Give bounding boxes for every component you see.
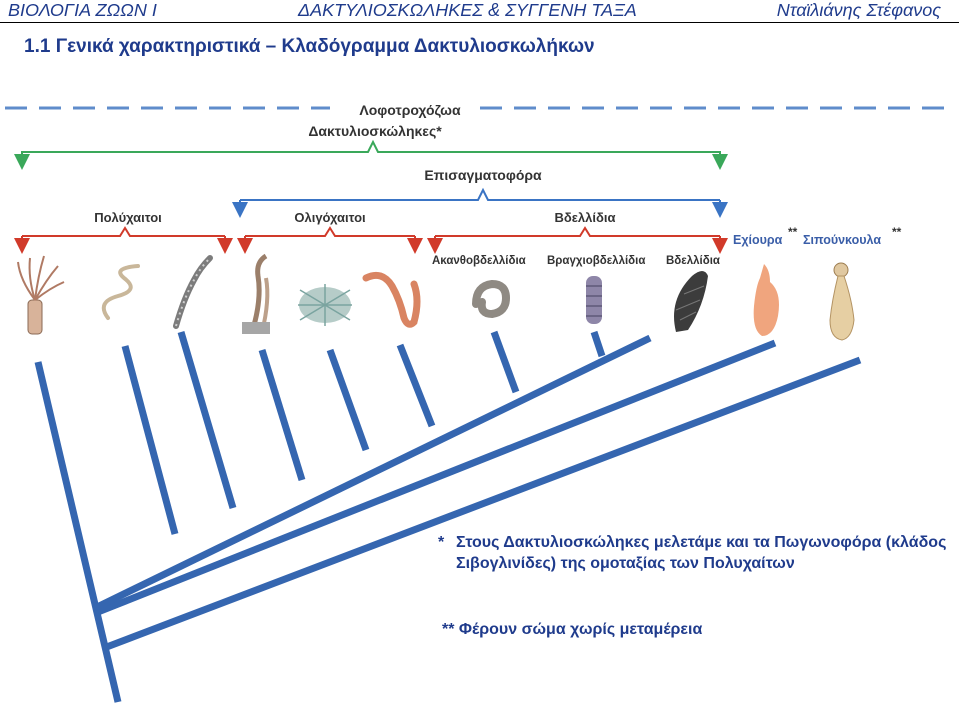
annelida-label: Δακτυλιοσκώληκες* bbox=[308, 123, 442, 139]
earthworm-icon bbox=[362, 271, 421, 328]
branch-polychaete-1 bbox=[121, 345, 179, 535]
branch-polychaete-2 bbox=[177, 331, 237, 509]
coiled-leech-icon bbox=[472, 279, 511, 319]
leech-icon bbox=[674, 271, 708, 332]
header-chapter-title: ΔΑΚΤΥΛΙΟΣΚΩΛΗΚΕΣ & ΣΥΓΓΕΝΗ ΤΑΞΑ bbox=[298, 0, 637, 20]
branch-oligochaete-1 bbox=[258, 348, 306, 482]
branch-oligochaete-2 bbox=[326, 348, 370, 452]
hirudinea-label: Βδελλίδια bbox=[554, 210, 615, 225]
fan-worm-icon bbox=[17, 255, 65, 335]
clitellata-bracket: Επισαγματοφόρα bbox=[232, 167, 728, 218]
sipunculan-icon bbox=[829, 262, 855, 341]
lophotrochozoa-label: Λοφοτροχόζωα bbox=[359, 102, 461, 118]
sipuncula-label: Σιπούνκουλα bbox=[803, 233, 881, 247]
polychaeta-label: Πολύχαιτοι bbox=[94, 210, 162, 225]
note-1-line-1: Στους Δακτυλιοσκώληκες μελετάμε και τα Π… bbox=[456, 534, 947, 551]
branchiobdellid-icon bbox=[586, 276, 602, 324]
oligochaeta-label: Ολιγόχαιτοι bbox=[294, 210, 366, 225]
branch-annelida-axis bbox=[93, 334, 652, 612]
header-author: Νταϊλιάνης Στέφανος bbox=[776, 0, 941, 20]
branch-branchiobdellida bbox=[590, 330, 606, 358]
sipuncula-mark: ** bbox=[892, 225, 902, 239]
polychaeta-bracket: Πολύχαιτοι bbox=[14, 210, 233, 254]
branch-clade-2 bbox=[102, 356, 862, 652]
tube-worm-icon bbox=[242, 253, 270, 334]
clitellata-label: Επισαγματοφόρα bbox=[424, 167, 542, 183]
annelida-bracket: Δακτυλιοσκώληκες* bbox=[14, 123, 728, 170]
acanthobdellida-label: Ακανθοβδελλίδια bbox=[432, 255, 526, 267]
bristle-worm-icon bbox=[298, 284, 352, 326]
hirudinea-bracket: Βδελλίδια bbox=[427, 210, 728, 254]
echiura-label: Εχίουρα bbox=[733, 233, 783, 247]
header-course-title: ΒΙΟΛΟΓΙΑ ΖΩΩΝ Ι bbox=[8, 0, 157, 20]
note-1-line-2: Σιβογλινίδες) της ομοταξίας των Πολυχαίτ… bbox=[456, 555, 795, 572]
branch-oligochaete-3 bbox=[396, 343, 436, 428]
note-2: ** Φέρουν σώμα χωρίς μεταμέρεια bbox=[442, 621, 703, 638]
branch-acanthobdellida bbox=[490, 330, 520, 394]
echiura-mark: ** bbox=[788, 225, 798, 239]
section-title: 1.1 Γενικά χαρακτηριστικά – Κλαδόγραμμα … bbox=[24, 36, 595, 57]
oligochaeta-bracket: Ολιγόχαιτοι bbox=[237, 210, 423, 254]
note-1-mark: * bbox=[438, 534, 445, 551]
branch-clade-1 bbox=[96, 339, 777, 616]
lophotrochozoa-bracket: Λοφοτροχόζωα bbox=[5, 102, 955, 118]
tree-trunk bbox=[34, 361, 122, 703]
echiuran-icon bbox=[753, 264, 779, 336]
cladogram-tree bbox=[34, 330, 862, 703]
segmented-worm-icon bbox=[173, 255, 213, 329]
page-header: ΒΙΟΛΟΓΙΑ ΖΩΩΝ Ι ΔΑΚΤΥΛΙΟΣΚΩΛΗΚΕΣ & ΣΥΓΓΕ… bbox=[0, 0, 959, 23]
thin-worm-icon bbox=[101, 264, 140, 320]
branchiobdellida-label: Βραγχιοβδελλίδια bbox=[547, 255, 645, 267]
hirudinida-label: Βδελλίδια bbox=[666, 255, 720, 267]
